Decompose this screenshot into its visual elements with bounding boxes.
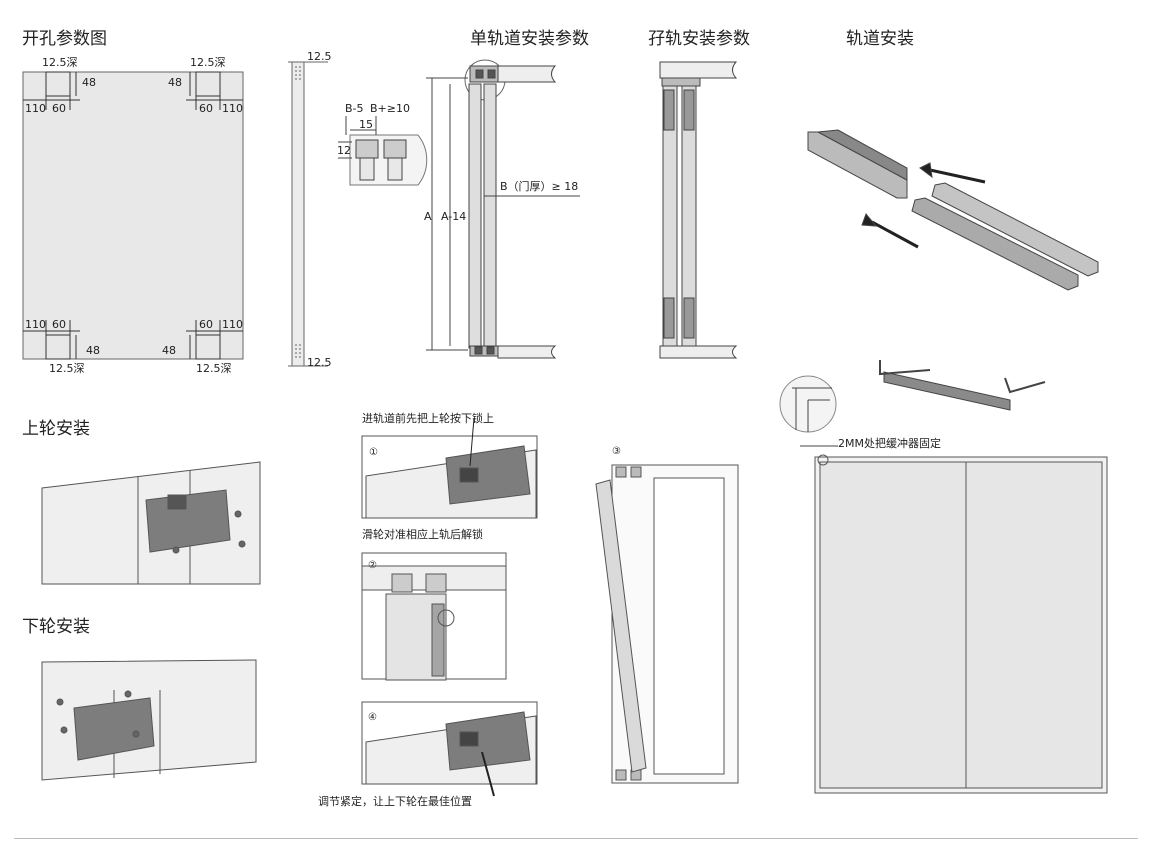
title-hole-params: 开孔参数图 [22, 29, 107, 49]
door-edge-strip [288, 61, 328, 367]
dim-b-minus-5: B-5 [345, 102, 364, 115]
step4-number: ④ [368, 712, 377, 723]
title-upper-wheel: 上轮安装 [22, 419, 90, 439]
upper-wheel-illustration [41, 461, 261, 585]
step4-illustration [361, 701, 538, 797]
dim-48-bl: 48 [86, 344, 100, 357]
step1-illustration [361, 417, 538, 519]
dim-60-bl: 60 [52, 318, 66, 331]
dim-a: A [424, 210, 432, 223]
title-double-track: 孖轨安装参数 [648, 29, 750, 49]
dim-60-tr: 60 [199, 102, 213, 115]
depth-label-bl: 12.5深 [49, 362, 85, 375]
track-install-illustration [807, 129, 1099, 291]
dim-15: 15 [359, 118, 373, 131]
strip-dim-top: 12.5 [307, 50, 332, 63]
title-track-install: 轨道安装 [846, 29, 914, 49]
step3-illustration [595, 464, 739, 784]
buffer-illustration [779, 360, 1046, 447]
dim-48-br: 48 [162, 344, 176, 357]
dim-110-tl: 110 [25, 102, 46, 115]
lower-wheel-illustration [41, 659, 257, 781]
step2-illustration [361, 552, 507, 681]
step4-note: 调节紧定，让上下轮在最佳位置 [318, 795, 472, 808]
dim-b-plus-10: B+≥10 [370, 102, 410, 115]
dim-60-tl: 60 [52, 102, 66, 115]
step3-number: ③ [612, 446, 621, 457]
depth-label-tr: 12.5深 [190, 56, 226, 69]
dim-60-br: 60 [199, 318, 213, 331]
footer-divider [14, 838, 1138, 839]
dim-110-tr: 110 [222, 102, 243, 115]
title-lower-wheel: 下轮安装 [22, 617, 90, 637]
step2-note: 滑轮对准相应上轨后解锁 [362, 528, 483, 541]
hole-params-diagram [22, 71, 244, 360]
dim-door-thickness: B（门厚）≥ 18 [500, 179, 578, 193]
door-frame-final [814, 454, 1108, 794]
step1-number: ① [369, 447, 378, 458]
dim-a-minus-14: A-14 [441, 210, 466, 223]
step1-note: 进轨道前先把上轮按下锁上 [362, 412, 494, 425]
dim-110-br: 110 [222, 318, 243, 331]
title-single-track: 单轨道安装参数 [470, 29, 589, 49]
dim-48-tl: 48 [82, 76, 96, 89]
dim-48-tr: 48 [168, 76, 182, 89]
single-track-section [426, 59, 580, 359]
double-track-section [659, 61, 738, 359]
buffer-note: 2MM处把缓冲器固定 [838, 437, 941, 450]
step2-number: ② [368, 560, 377, 571]
dim-12: 12 [337, 144, 351, 157]
dim-110-bl: 110 [25, 318, 46, 331]
track-detail-zoom [338, 116, 428, 186]
strip-dim-bottom: 12.5 [307, 356, 332, 369]
depth-label-br: 12.5深 [196, 362, 232, 375]
depth-label-tl: 12.5深 [42, 56, 78, 69]
